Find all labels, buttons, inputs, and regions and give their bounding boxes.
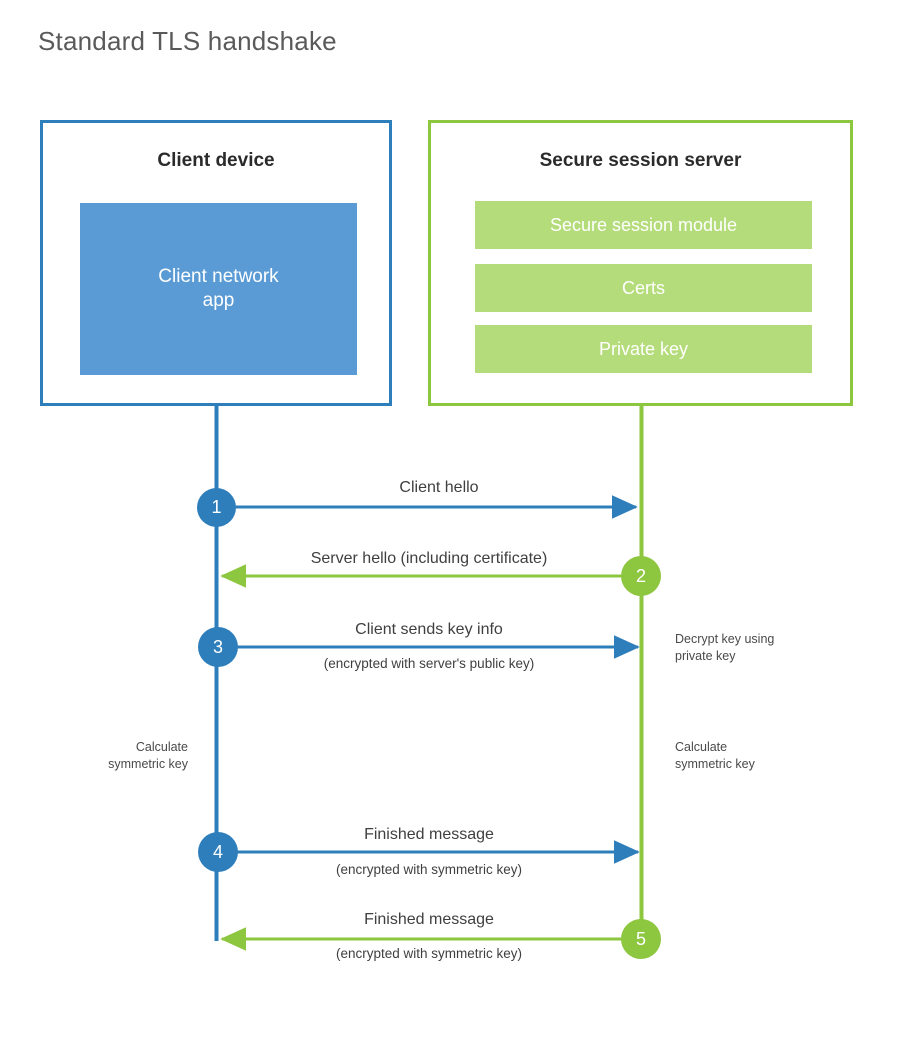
step-circle-4[interactable]: 4 bbox=[198, 832, 238, 872]
step-5-sublabel: (encrypted with symmetric key) bbox=[335, 946, 523, 961]
server-component-secure-session-module: Secure session module bbox=[475, 201, 812, 249]
secure-session-server-title: Secure session server bbox=[539, 150, 742, 171]
step-circle-2[interactable]: 2 bbox=[621, 556, 661, 596]
server-component-certs: Certs bbox=[475, 264, 812, 312]
step-3-sublabel: (encrypted with server's public key) bbox=[323, 656, 535, 671]
step-3-label: Client sends key info bbox=[355, 621, 503, 638]
step-4-label: Finished message bbox=[364, 826, 494, 843]
step-1-label: Client hello bbox=[399, 479, 479, 496]
step-circle-5[interactable]: 5 bbox=[621, 919, 661, 959]
step-2-label: Server hello (including certificate) bbox=[310, 550, 548, 567]
step-circle-1[interactable]: 1 bbox=[197, 488, 236, 527]
note-decrypt-key: Decrypt key using private key bbox=[675, 632, 775, 663]
secure-session-server-box: Secure session server Secure session mod… bbox=[428, 120, 853, 406]
step-circle-3[interactable]: 3 bbox=[198, 627, 238, 667]
client-device-title: Client device bbox=[157, 150, 275, 171]
server-component-private-key: Private key bbox=[475, 325, 812, 373]
client-network-app-label: Client network app bbox=[158, 265, 278, 313]
note-calculate-symmetric-key-client: Calculate symmetric key bbox=[108, 740, 188, 771]
step-4-sublabel: (encrypted with symmetric key) bbox=[335, 862, 523, 877]
step-5-label: Finished message bbox=[364, 911, 494, 928]
note-calculate-symmetric-key-server: Calculate symmetric key bbox=[675, 740, 755, 771]
client-network-app-block: Client network app bbox=[80, 203, 357, 375]
client-app-label-line2: app bbox=[202, 290, 235, 311]
client-device-box: Client device Client network app bbox=[40, 120, 392, 406]
client-app-label-line1: Client network bbox=[158, 266, 279, 288]
page-title: Standard TLS handshake bbox=[38, 26, 337, 56]
